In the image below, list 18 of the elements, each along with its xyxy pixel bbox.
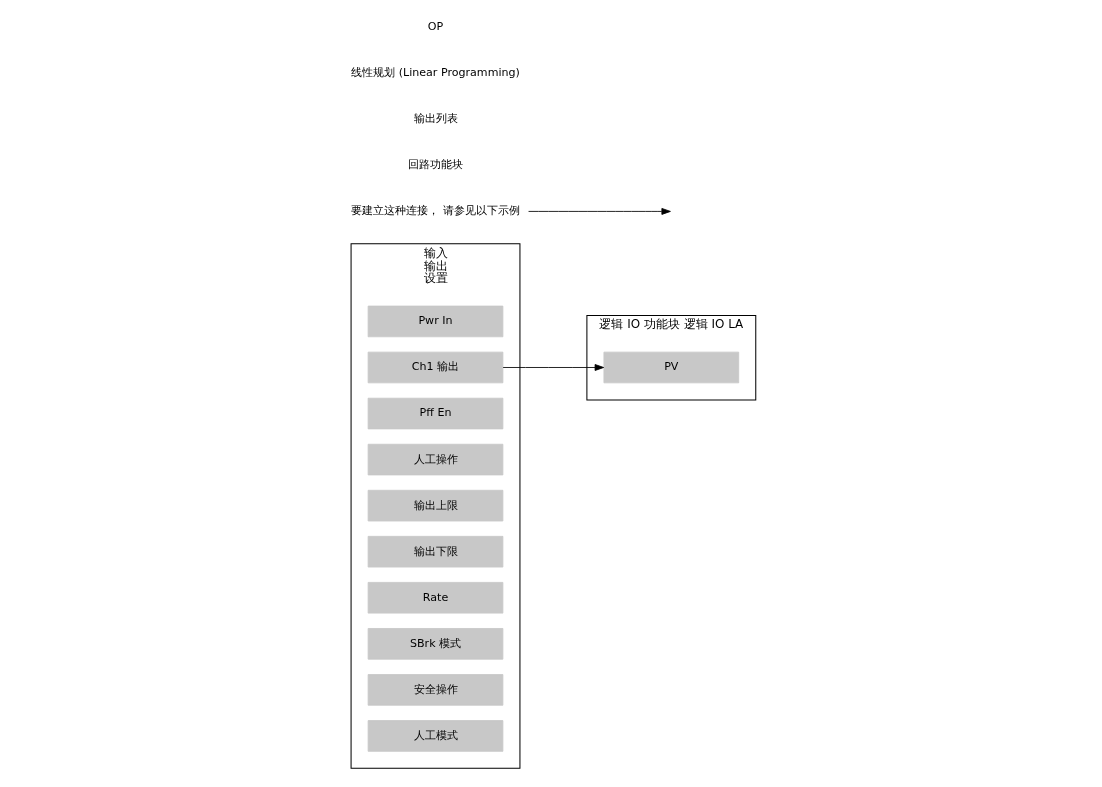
node-text: 要建立这种连接， 请参见以下示例: [350, 204, 520, 218]
node-box: Pwr In: [367, 305, 503, 338]
node-box: Ch1 输出: [367, 351, 503, 384]
node-box: 输出上限: [367, 489, 503, 522]
node-box: 人工操作: [367, 443, 503, 476]
label: OP: [427, 20, 443, 34]
label: 回路功能块: [407, 158, 463, 172]
node-box: 输出下限: [367, 535, 503, 568]
node-box: Pff En: [367, 397, 503, 430]
label: 输出列表: [413, 112, 458, 126]
node-box: 人工模式: [367, 720, 503, 752]
node-box: PV: [603, 351, 739, 384]
node-box: Rate: [367, 582, 503, 614]
arrow: [527, 208, 671, 215]
arrow: [502, 364, 604, 371]
node-box: SBrk 模式: [367, 628, 503, 660]
label: 线性规划 (Linear Programming): [350, 66, 520, 80]
node-box: 安全操作: [367, 674, 503, 706]
